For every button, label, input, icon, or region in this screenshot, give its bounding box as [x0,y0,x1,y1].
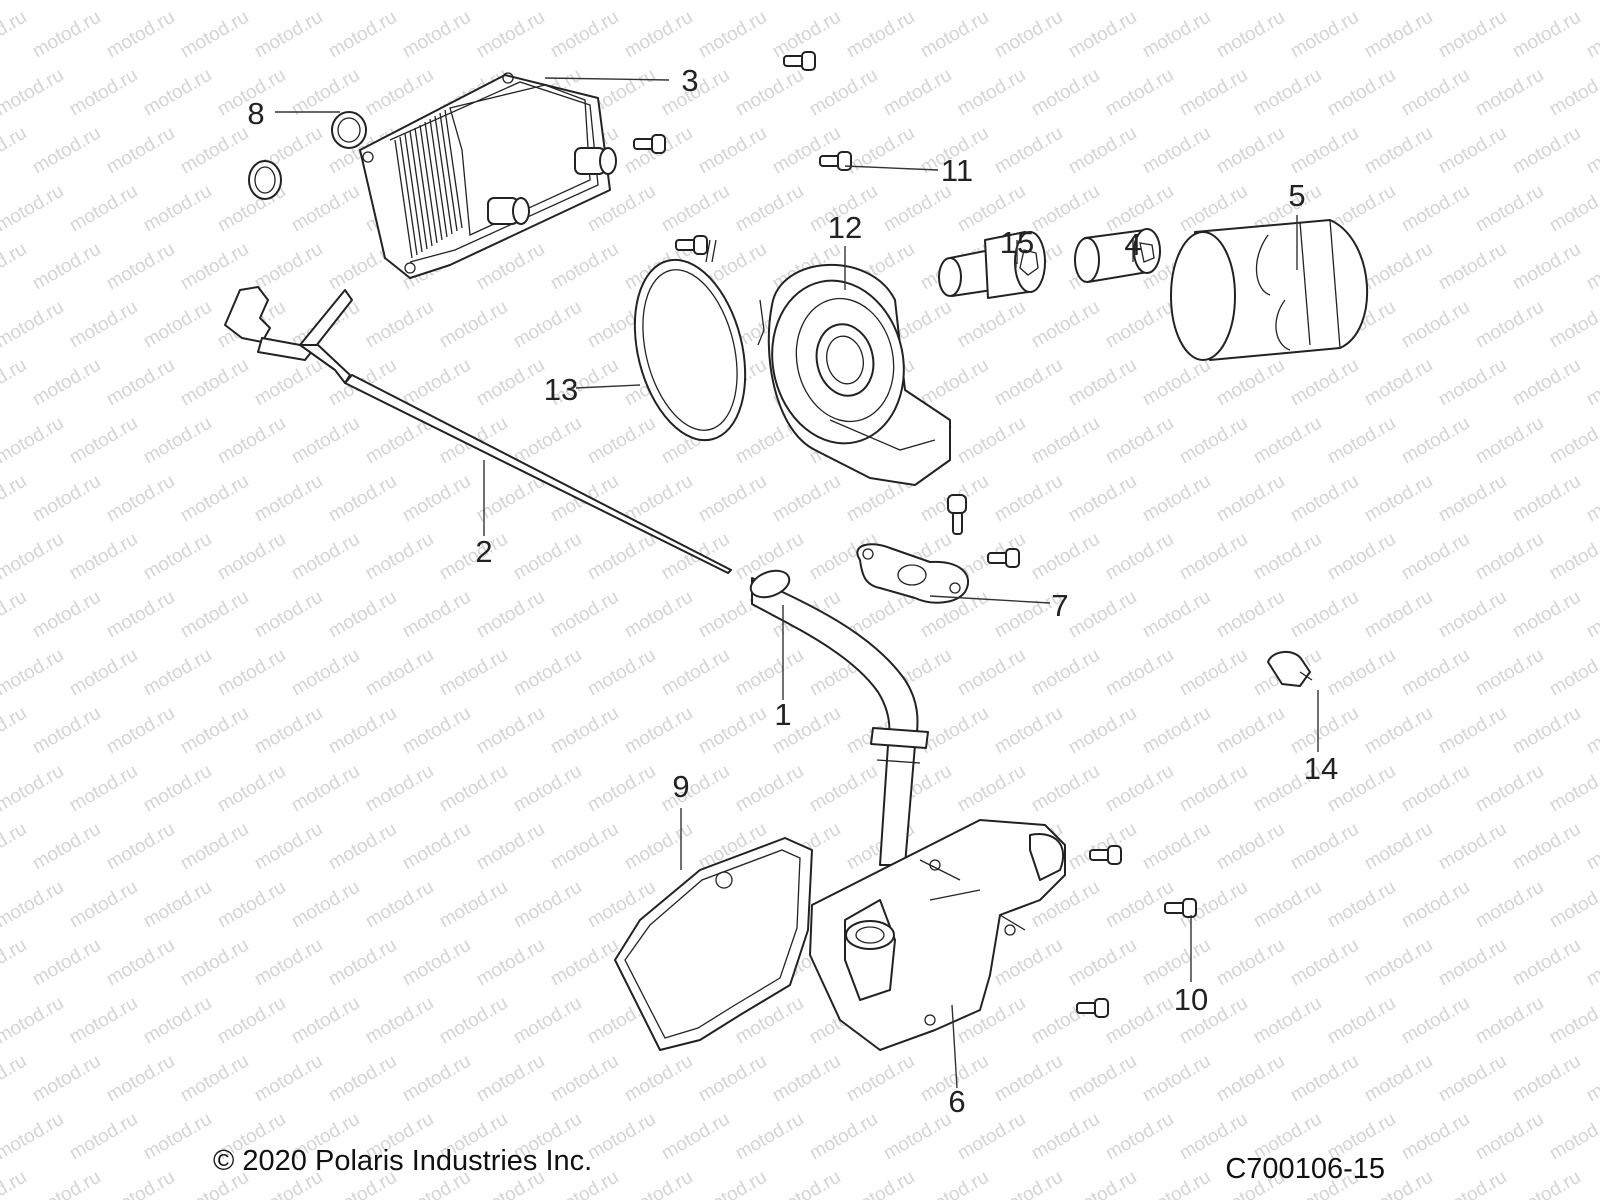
callout-13: 13 [544,372,578,407]
callout-15: 15 [1000,225,1034,260]
part-flange-bolts [947,494,1020,568]
part-7-flange-gasket [856,543,970,604]
part-12-filter-housing [757,263,951,486]
part-6-pump-cover [809,819,1066,1051]
callout-10: 10 [1174,982,1208,1017]
callout-9: 9 [672,769,689,804]
callout-5: 5 [1288,178,1305,213]
copyright-text: © 2020 Polaris Industries Inc. [213,1145,592,1177]
callout-2: 2 [475,534,492,569]
callout-3: 3 [681,63,698,98]
part-2-dipstick [224,286,732,574]
part-14-cap [1267,651,1313,687]
callout-8: 8 [247,96,264,131]
part-4-nipple [1074,228,1161,283]
part-9-cover-gasket [614,837,813,1051]
part-13-gasket-ring [633,239,747,442]
callout-4: 4 [1124,227,1141,262]
part-10-bolts [1076,845,1197,1018]
leader-lines [275,77,1319,1089]
part-11-screws [633,51,852,255]
part-3-oil-cooler [359,72,617,279]
callout-12: 12 [828,210,862,245]
callout-7: 7 [1051,588,1068,623]
part-8-o-rings [248,111,367,200]
part-5-oil-filter [1170,219,1369,361]
part-1-dipstick-tube [749,569,929,866]
callout-6: 6 [948,1084,965,1119]
part-15-adapter-bolt [938,231,1046,299]
callout-11: 11 [941,153,973,188]
callout-14: 14 [1304,751,1338,786]
callout-labels: 1 2 3 4 5 6 7 8 9 10 11 12 13 14 15 [247,63,1338,1119]
callout-1: 1 [774,697,791,732]
figure-code: C700106-15 [1225,1153,1385,1185]
